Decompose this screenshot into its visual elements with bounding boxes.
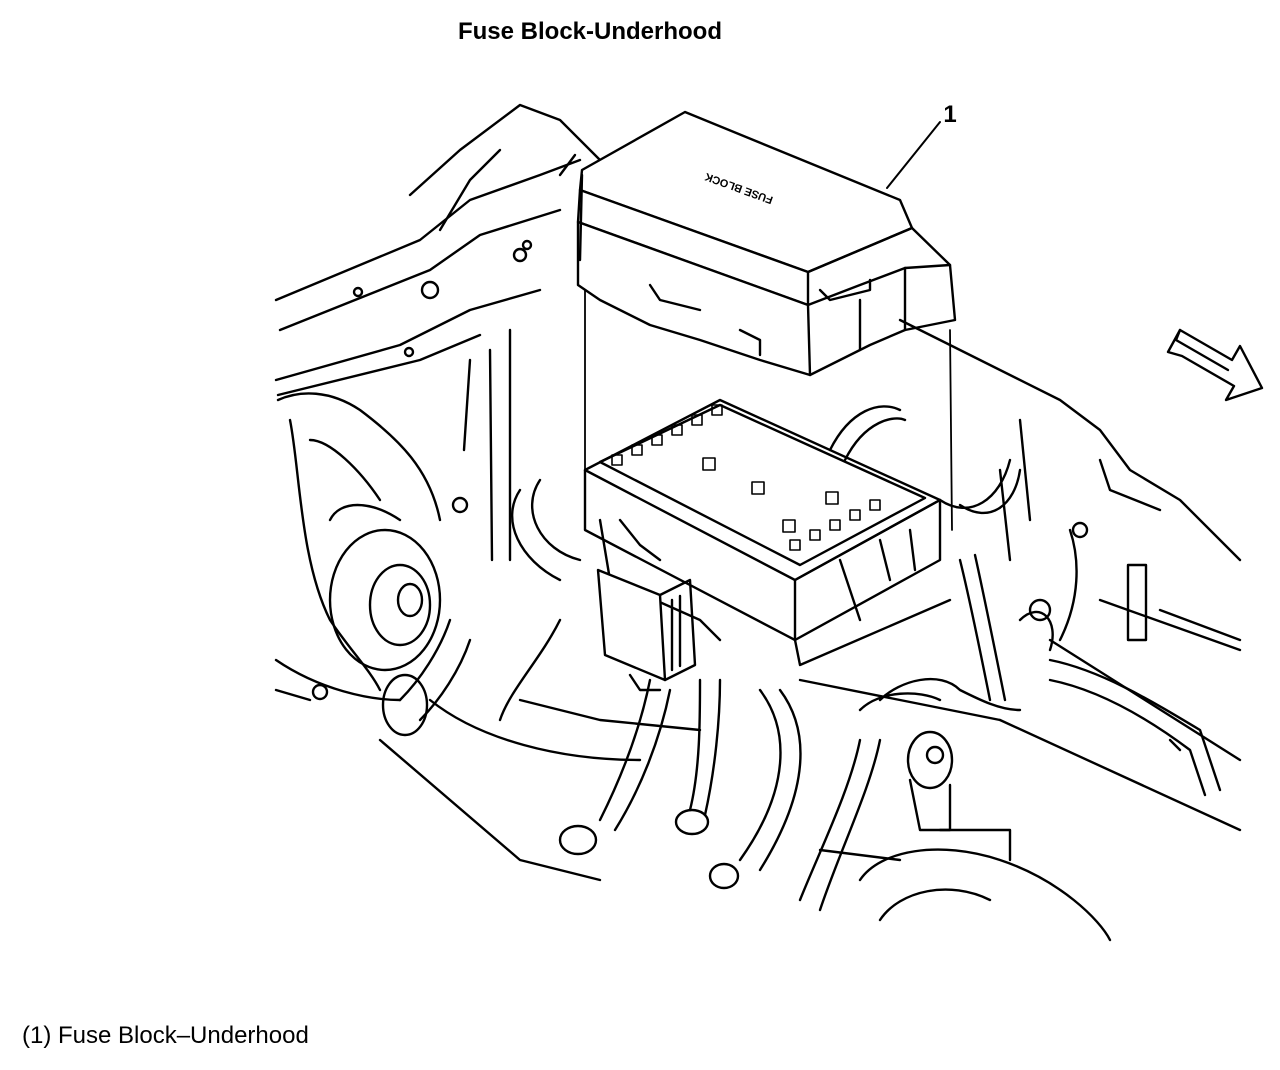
assembly-guide-lines bbox=[584, 289, 953, 531]
frame-rail bbox=[274, 103, 602, 397]
forward-arrow-icon bbox=[1166, 328, 1264, 402]
fuse-slots bbox=[611, 404, 881, 551]
harness-connector bbox=[596, 568, 697, 692]
callout-number-1: 1 bbox=[943, 101, 956, 128]
fuse-block-base bbox=[583, 398, 952, 667]
wiring-harnesses bbox=[381, 405, 1222, 912]
legend-item-1: (1) Fuse Block–Underhood bbox=[22, 1022, 309, 1049]
fuse-block-cover bbox=[576, 110, 957, 377]
wheel-well bbox=[274, 328, 512, 702]
callout-leader bbox=[886, 121, 941, 189]
lower-structure bbox=[378, 678, 1112, 942]
fender bbox=[898, 318, 1242, 832]
diagram-title: Fuse Block-Underhood bbox=[457, 18, 722, 45]
